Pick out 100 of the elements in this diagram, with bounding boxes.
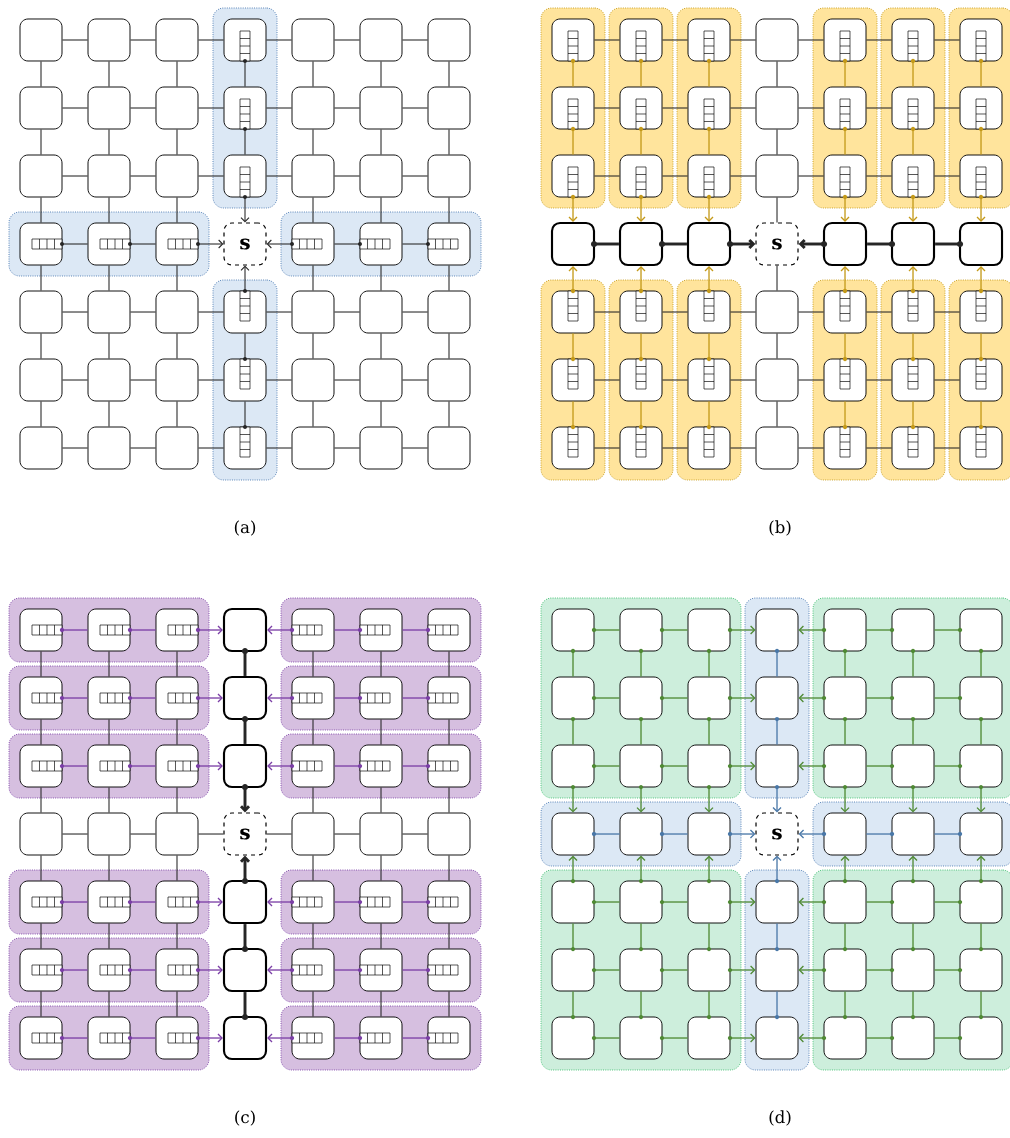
connector-line <box>448 60 450 88</box>
connector-line <box>244 400 246 428</box>
arrow <box>636 266 646 292</box>
connector-line <box>776 128 778 156</box>
node-box <box>427 812 471 856</box>
node-box <box>291 86 335 130</box>
arrow <box>267 897 293 907</box>
panel-caption: (a) <box>234 520 256 536</box>
connector-line <box>776 922 778 950</box>
connector-line <box>108 264 110 292</box>
connector-line <box>663 242 687 246</box>
arrow <box>197 625 223 635</box>
arrow <box>197 761 223 771</box>
arrow <box>197 897 223 907</box>
node-box <box>87 290 131 334</box>
connector-line <box>40 854 42 882</box>
node-box <box>427 154 471 198</box>
connector-line <box>980 922 982 950</box>
connector-line <box>448 854 450 882</box>
connector-line <box>661 379 689 381</box>
connector-line <box>593 969 621 971</box>
connector-line <box>729 175 757 177</box>
arrow <box>798 897 825 907</box>
connector-line <box>129 629 157 631</box>
connector-line <box>572 990 574 1018</box>
node-box <box>87 426 131 470</box>
connector-line <box>448 128 450 156</box>
arrow <box>704 855 714 882</box>
connector-line <box>661 39 689 41</box>
connector-line <box>61 765 89 767</box>
arrow <box>908 855 918 882</box>
arrow <box>729 625 756 635</box>
connector-line <box>108 60 110 88</box>
panel-caption: (b) <box>769 520 791 536</box>
node-box <box>755 86 799 130</box>
node-box <box>19 290 63 334</box>
node-box <box>359 290 403 334</box>
node-box <box>755 426 799 470</box>
connector-line <box>129 311 157 313</box>
connector-line <box>844 718 846 746</box>
connector-line <box>108 128 110 156</box>
arrow <box>798 761 825 771</box>
arrow <box>267 625 293 635</box>
connector-line <box>933 629 961 631</box>
arrow <box>798 1033 825 1043</box>
node-box <box>359 18 403 62</box>
connector-line <box>108 332 110 360</box>
connector-line <box>708 332 710 360</box>
connector-line <box>129 765 157 767</box>
node-box <box>359 154 403 198</box>
node-box <box>19 154 63 198</box>
connector-line <box>776 196 778 223</box>
connector-line <box>640 400 642 428</box>
node-box <box>87 812 131 856</box>
node-box <box>359 426 403 470</box>
connector-line <box>708 400 710 428</box>
connector-line <box>333 969 361 971</box>
arrow <box>840 196 850 222</box>
connector-line <box>776 60 778 88</box>
connector-line <box>401 243 429 245</box>
connector-line <box>448 332 450 360</box>
connector-line <box>661 833 689 835</box>
connector-line <box>197 833 224 835</box>
connector-line <box>176 990 178 1018</box>
node-box <box>427 358 471 402</box>
connector-line <box>865 901 893 903</box>
connector-line <box>176 264 178 292</box>
connector-line <box>865 311 893 313</box>
connector-line <box>61 107 89 109</box>
connector-line <box>401 175 429 177</box>
connector-line <box>333 901 361 903</box>
arrow <box>908 786 918 813</box>
connector-line <box>312 60 314 88</box>
connector-line <box>401 107 429 109</box>
connector-line <box>661 697 689 699</box>
connector-line <box>865 765 893 767</box>
connector-line <box>40 718 42 746</box>
connector-line <box>333 697 361 699</box>
dashed-node: s <box>223 812 267 856</box>
connector-line <box>197 379 225 381</box>
arrow <box>729 897 756 907</box>
connector-line <box>129 833 157 835</box>
connector-line <box>933 697 961 699</box>
connector-line <box>40 264 42 292</box>
connector-line <box>933 39 961 41</box>
connector-line <box>401 379 429 381</box>
connector-line <box>380 786 382 814</box>
connector-line <box>661 765 689 767</box>
arrow <box>197 1033 223 1043</box>
connector-line <box>708 922 710 950</box>
connector-line <box>640 990 642 1018</box>
arrow <box>239 855 251 880</box>
connector-line <box>661 175 689 177</box>
connector-line <box>129 175 157 177</box>
connector-line <box>129 379 157 381</box>
connector-line <box>401 697 429 699</box>
dashed-node: s <box>755 812 799 856</box>
connector-line <box>380 990 382 1018</box>
connector-line <box>865 969 893 971</box>
node-box <box>291 358 335 402</box>
